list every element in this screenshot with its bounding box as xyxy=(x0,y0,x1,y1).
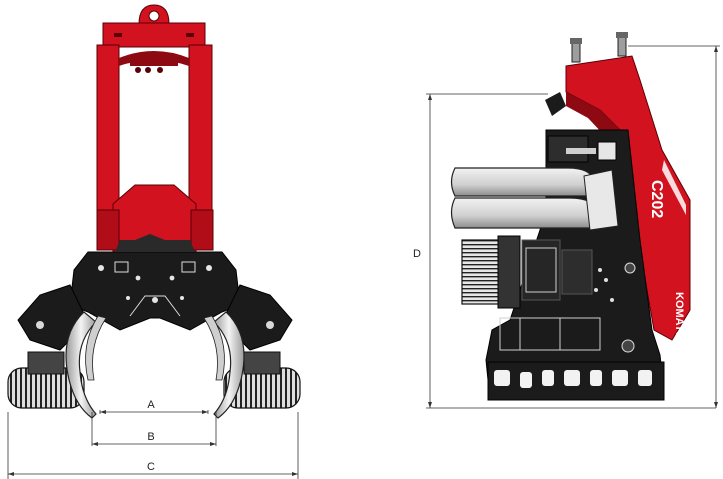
dimension-lines-front xyxy=(7,410,299,479)
side-view: C202 KOMATSU xyxy=(410,32,720,409)
model-label: C202 xyxy=(648,180,665,218)
dimension-label-d: D xyxy=(413,248,421,260)
dimension-label-a: A xyxy=(147,399,155,411)
delimbing-arm-left xyxy=(65,311,97,419)
brand-label: KOMATSU xyxy=(673,292,685,347)
hydraulic-connector-2 xyxy=(617,35,627,57)
dimension-label-c: C xyxy=(147,461,155,473)
hydraulic-connector-1 xyxy=(571,41,581,63)
upper-knife-blade xyxy=(450,167,595,197)
feed-roller-side xyxy=(461,239,505,305)
bottom-base-slots xyxy=(487,361,665,401)
dimension-lines-side xyxy=(426,45,720,409)
link-bracket xyxy=(130,58,178,66)
dimension-label-b: B xyxy=(147,431,154,443)
front-view: A B C xyxy=(7,4,301,479)
chassis-block xyxy=(69,251,241,331)
lower-knife-blade xyxy=(450,197,599,229)
feed-roller-left xyxy=(7,351,85,409)
lifting-eye-icon xyxy=(138,4,170,25)
